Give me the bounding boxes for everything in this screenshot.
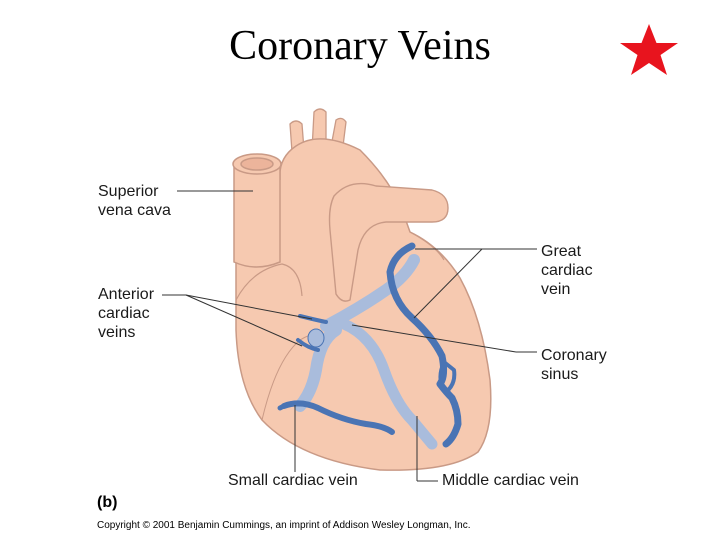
label-coronary-sinus: Coronary sinus: [541, 347, 607, 383]
page-title: Coronary Veins: [229, 23, 491, 69]
star-icon: [620, 24, 678, 75]
label-superior-vena-cava: Superior vena cava: [98, 183, 171, 219]
panel-label: (b): [97, 494, 118, 511]
leader-lines: [162, 190, 537, 482]
label-great-cardiac-vein: Great cardiac vein: [541, 243, 593, 298]
pulmonary-vessel: [328, 182, 449, 302]
copyright-notice: Copyright © 2001 Benjamin Cummings, an i…: [97, 520, 471, 531]
middle-cardiac-vein-vessel: [294, 254, 438, 450]
label-anterior-cardiac-veins: Anterior cardiac veins: [98, 286, 155, 341]
small-cardiac-vein-vessel: [277, 400, 395, 435]
great-cardiac-vein-vessel: [386, 242, 462, 448]
label-middle-cardiac-vein: Middle cardiac vein: [442, 472, 579, 489]
superior-vena-cava-vessel: [232, 153, 282, 268]
label-small-cardiac-vein: Small cardiac vein: [228, 472, 358, 489]
anterior-cardiac-veins-vessel: [296, 314, 328, 352]
